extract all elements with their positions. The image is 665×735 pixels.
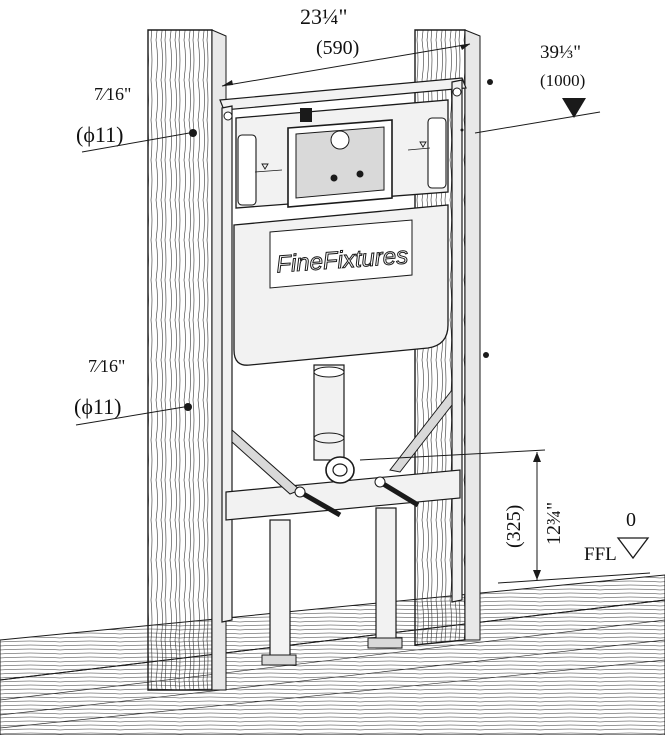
mounting-bolts xyxy=(294,476,420,518)
width-inches-label: 23¼" xyxy=(300,4,347,29)
dimension-hole-top: 7⁄16" (ϕ11) xyxy=(76,84,197,153)
dimension-outlet: (325) 12¾" xyxy=(359,449,651,584)
dimension-height: 39⅓" (1000) xyxy=(474,42,601,134)
wall-fixings xyxy=(460,79,493,358)
triangle-down-outline-icon xyxy=(616,537,650,560)
floor-label: FFL xyxy=(584,544,617,565)
floor xyxy=(0,574,665,735)
width-mm-label: (590) xyxy=(316,37,359,59)
floor-level-marker: 0 FFL xyxy=(584,509,650,565)
height-inches-label: 39⅓" xyxy=(540,42,581,63)
installation-frame xyxy=(219,77,467,623)
triangle-down-filled-icon xyxy=(562,98,586,118)
hole-top-inches-label: 7⁄16" xyxy=(94,84,131,104)
hole-bottom-mm-label: (ϕ11) xyxy=(74,394,121,419)
left-wooden-stud xyxy=(147,29,227,691)
outlet-mm-label: (325) xyxy=(503,505,525,548)
dimension-width: 23¼" (590) xyxy=(221,4,471,87)
floor-value-label: 0 xyxy=(626,509,636,531)
hole-bottom-inches-label: 7⁄16" xyxy=(88,356,125,376)
dimension-hole-bottom: 7⁄16" (ϕ11) xyxy=(74,356,192,426)
outlet-inches-label: 12¾" xyxy=(543,502,565,545)
concealed-cistern: FineFixtures xyxy=(233,99,449,366)
hole-top-mm-label: (ϕ11) xyxy=(76,122,123,147)
flush-pipe xyxy=(313,364,355,484)
frame-legs xyxy=(261,507,403,666)
height-mm-label: (1000) xyxy=(540,71,585,90)
